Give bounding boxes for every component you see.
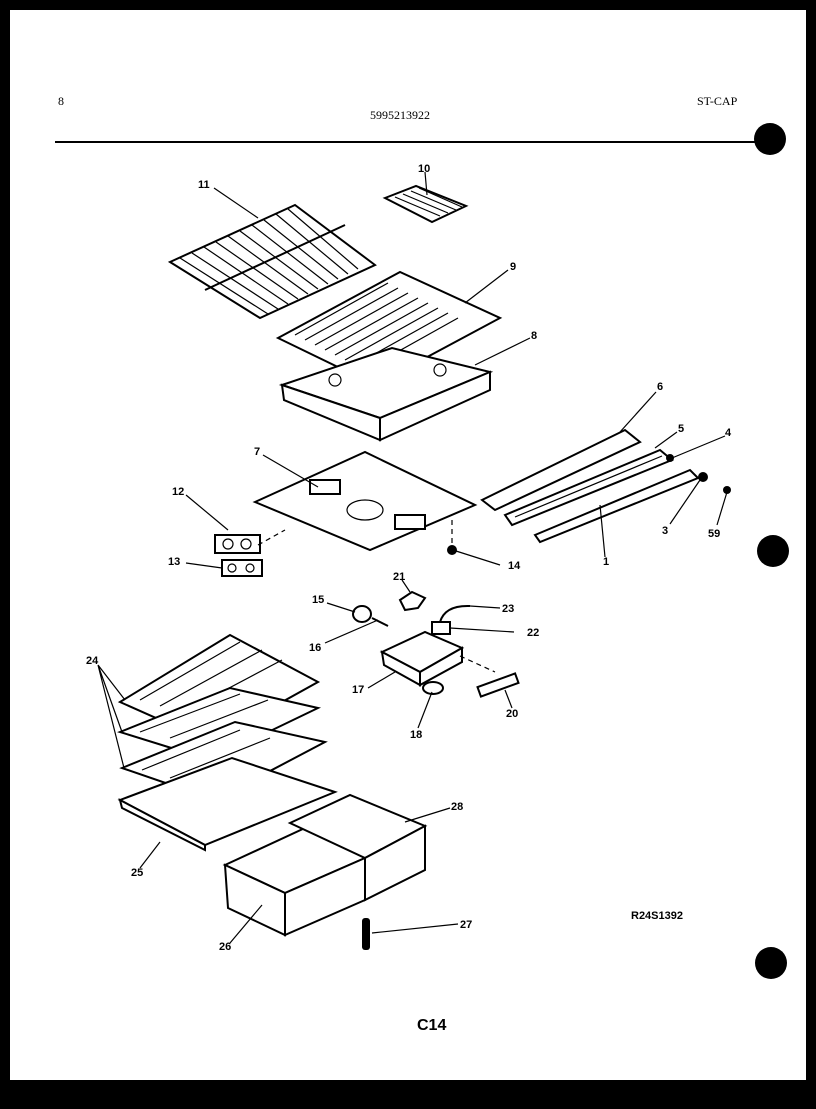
binder-hole-middle	[757, 535, 789, 567]
part-21-switch	[431, 621, 451, 635]
callout-17: 17	[352, 684, 364, 696]
part-27-pin	[362, 918, 370, 950]
binder-hole-top	[754, 123, 786, 155]
part-18-grommet	[422, 681, 444, 695]
callout-15: 15	[312, 594, 324, 606]
part-16-socket	[371, 617, 389, 627]
model-code: ST-CAP	[697, 94, 738, 108]
part-20-clip	[476, 672, 520, 698]
reference-code: R24S1392	[631, 910, 683, 922]
part-4-washer	[666, 454, 674, 462]
callout-27: 27	[460, 919, 472, 931]
part-14-screw	[447, 545, 457, 555]
callout-11: 11	[198, 179, 210, 191]
callout-22: 23	[502, 603, 514, 615]
part-17-light-housing	[379, 630, 465, 687]
part-28-crisper-drawer	[287, 793, 428, 902]
part-59-screw	[723, 486, 731, 494]
callout-6: 6	[657, 381, 663, 393]
part-23-knob	[398, 590, 427, 612]
callout-14: 14	[508, 560, 521, 572]
callout-21: 22	[527, 627, 539, 639]
part-3-nut	[698, 472, 708, 482]
part-number: 5995213922	[370, 108, 430, 122]
callout-23: 21	[393, 571, 405, 583]
header-rule	[55, 141, 757, 143]
page-label: C14	[417, 1017, 447, 1034]
binder-hole-bottom	[755, 947, 787, 979]
callout-24: 24	[86, 655, 99, 667]
leader-lines	[97, 171, 728, 944]
part-10-grille	[382, 184, 469, 224]
part-11-wire-shelf	[167, 203, 377, 320]
part-12-bracket	[214, 534, 261, 554]
callout-10: 10	[418, 163, 430, 175]
part-8-shelf-base	[278, 346, 494, 442]
callout-5: 5	[678, 423, 684, 435]
part-22-wire	[439, 604, 471, 623]
part-7-crisper-cover	[252, 450, 478, 552]
callout-7: 7	[254, 446, 260, 458]
callout-9: 9	[510, 261, 516, 273]
part-1-rail	[533, 468, 700, 544]
callout-16: 16	[309, 642, 321, 654]
callout-8: 8	[531, 330, 537, 342]
callout-25: 25	[131, 867, 143, 879]
part-13-bracket	[221, 559, 263, 577]
callout-4: 4	[725, 427, 732, 439]
callout-26: 26	[219, 941, 231, 953]
callout-3: 3	[662, 525, 668, 537]
callout-20: 20	[506, 708, 518, 720]
part-25-crisper-frame	[117, 756, 338, 852]
callout-labels: 11 10 9 8 6 5 4 7 12 13 14 1 3 59 21 15 …	[86, 163, 732, 953]
part-6-rail	[480, 428, 642, 512]
callout-28: 28	[451, 801, 463, 813]
callout-12: 12	[172, 486, 184, 498]
callout-59: 59	[708, 528, 720, 540]
callout-13: 13	[168, 556, 180, 568]
callout-1: 1	[603, 556, 609, 568]
callout-18: 18	[410, 729, 422, 741]
part-15-bulb	[352, 605, 372, 623]
page-mark: 8	[58, 94, 64, 108]
